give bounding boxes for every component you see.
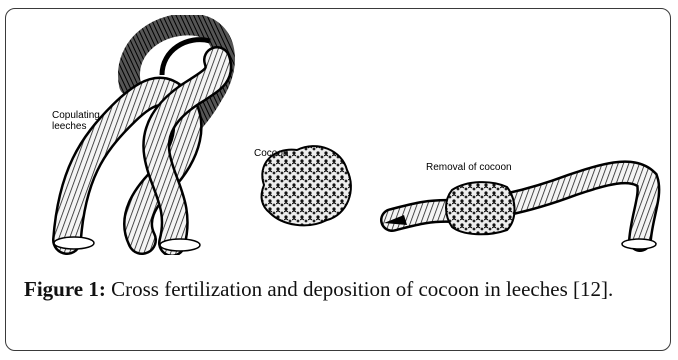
leech-illustration [12,15,672,255]
copulating-leeches-drawing [54,24,224,251]
removal-of-cocoon-drawing [384,172,656,249]
figure-frame: Copulating leeches Cocoon Removal of coc… [5,8,671,351]
figure-caption-label: Figure 1: [24,277,106,301]
figure-caption: Figure 1: Cross fertilization and deposi… [24,273,660,306]
figure-caption-text: Cross fertilization and deposition of co… [111,277,613,301]
removal-of-cocoon-label: Removal of cocoon [426,162,512,173]
copulating-leeches-label: Copulating leeches [52,110,100,132]
cocoon-label: Cocoon [254,148,288,159]
